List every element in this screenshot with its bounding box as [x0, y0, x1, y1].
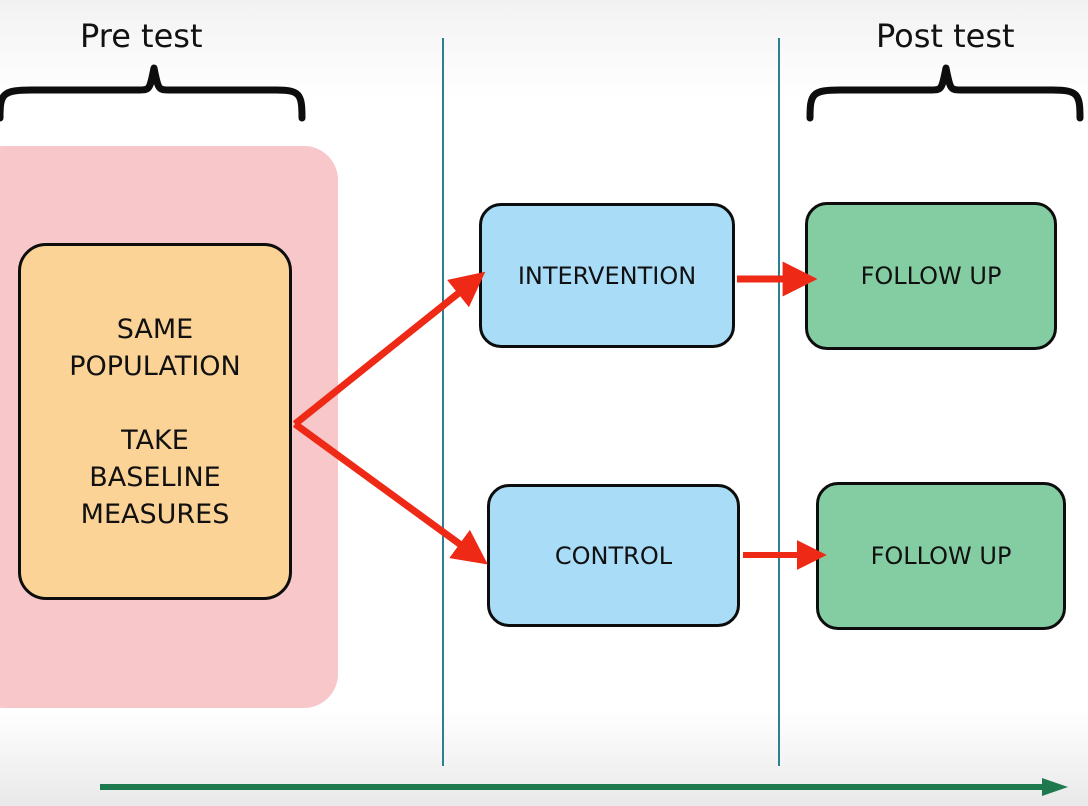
population-line-2: POPULATION — [69, 350, 241, 382]
post-test-brace — [806, 64, 1084, 122]
box-intervention-label: INTERVENTION — [517, 261, 697, 290]
timeline-arrow-head — [1042, 778, 1068, 796]
post-test-label: Post test — [876, 17, 1015, 55]
box-follow-up-control-label: FOLLOW UP — [870, 542, 1012, 570]
population-line-1: SAME — [116, 313, 194, 345]
box-control-label: CONTROL — [554, 541, 673, 570]
population-line-6: MEASURES — [80, 498, 230, 530]
box-same-population[interactable]: SAME POPULATION TAKE BASELINE MEASURES — [18, 243, 292, 600]
pre-test-brace — [0, 64, 306, 122]
box-same-population-label: SAME POPULATION TAKE BASELINE MEASURES — [69, 311, 241, 533]
timeline-separator-2 — [778, 38, 780, 766]
pre-test-label: Pre test — [80, 17, 203, 55]
box-intervention[interactable]: INTERVENTION — [479, 203, 735, 348]
box-follow-up-intervention[interactable]: FOLLOW UP — [805, 202, 1057, 350]
population-line-spacer — [69, 385, 241, 422]
timeline-separator-1 — [442, 38, 444, 766]
population-line-4: TAKE — [121, 424, 189, 456]
box-follow-up-intervention-label: FOLLOW UP — [860, 262, 1002, 290]
population-line-5: BASELINE — [89, 461, 221, 493]
box-control[interactable]: CONTROL — [487, 484, 740, 627]
box-follow-up-control[interactable]: FOLLOW UP — [816, 482, 1066, 630]
